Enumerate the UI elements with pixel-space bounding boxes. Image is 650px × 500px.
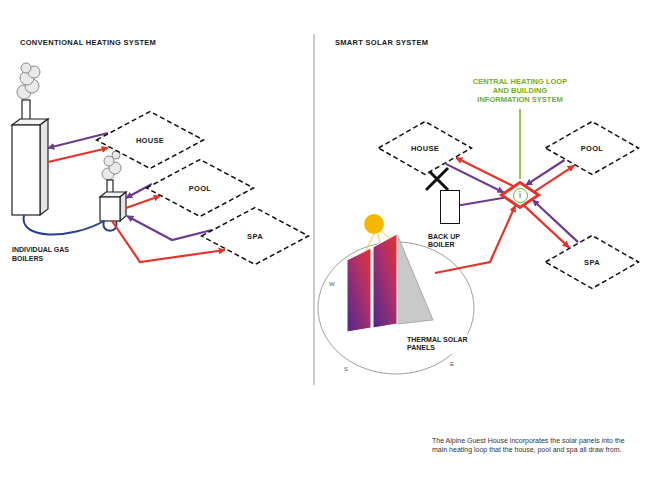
building-zone: HOUSE — [95, 110, 205, 170]
pipe-connector — [526, 160, 565, 185]
return-pipe — [127, 216, 212, 240]
pipe-connector — [535, 166, 574, 192]
building-zone: POOL — [145, 158, 255, 218]
building-zone: POOL — [544, 120, 640, 176]
zone-outline — [147, 160, 254, 217]
panel-support — [397, 234, 433, 324]
figure-caption: The Alpine Guest House incorporates the … — [432, 436, 632, 454]
node-label: HOUSE — [136, 136, 164, 145]
solar-panel-face — [373, 234, 397, 328]
zone-outline — [202, 208, 309, 265]
solar-panel: THERMAL SOLAR PANELS — [345, 232, 435, 332]
smoke-puff — [21, 63, 31, 73]
compass-point: S — [344, 366, 348, 372]
part-label: INDIVIDUAL GAS BOILERS — [12, 246, 92, 263]
pipe-connector — [446, 164, 504, 193]
node-label: POOL — [581, 144, 603, 153]
panel-divider — [314, 34, 315, 385]
heating-hub: CENTRAL HEATING LOOP AND BUILDING INFORM… — [500, 181, 540, 209]
compass-point: W — [329, 281, 335, 287]
panel-heading: CONVENTIONAL HEATING SYSTEM — [20, 38, 156, 47]
supply-pipe — [112, 221, 225, 262]
node-label: HOUSE — [411, 144, 439, 153]
boiler-side — [40, 119, 48, 215]
sun-disc — [364, 214, 384, 234]
node-label: CENTRAL HEATING LOOP AND BUILDING INFORM… — [468, 77, 573, 104]
hub-diamond — [502, 183, 539, 208]
building-zone: SPA — [200, 206, 310, 266]
gas-line — [24, 215, 104, 235]
backup-boiler: BACK UP BOILER — [440, 190, 460, 224]
gas-boiler — [100, 151, 126, 221]
solar-panel-face — [347, 248, 371, 332]
supply-pipe — [126, 196, 160, 208]
solar-panel-outline — [345, 232, 435, 332]
pipe-connector — [456, 158, 513, 186]
supply-pipe — [48, 148, 108, 162]
compass-point: E — [450, 361, 454, 367]
gas-boiler — [12, 63, 48, 215]
zone-outline — [97, 112, 204, 169]
zone-outline — [379, 122, 472, 175]
pipe-connector — [533, 200, 578, 242]
panel-heading: SMART SOLAR SYSTEM — [335, 38, 428, 47]
leader-line — [519, 109, 521, 179]
info-icon: i — [513, 188, 528, 203]
node-label: THERMAL SOLAR PANELS — [405, 335, 475, 354]
building-zone: SPA — [544, 234, 640, 290]
zone-outline — [546, 122, 639, 175]
chimney — [22, 100, 30, 121]
node-label: BACK UP BOILER — [428, 233, 476, 250]
zone-outline — [546, 236, 639, 289]
return-pipe — [126, 184, 152, 198]
boiler-side — [120, 192, 126, 221]
boiler-front — [12, 125, 40, 215]
node-label: POOL — [189, 184, 211, 193]
building-zone: HOUSE — [377, 120, 473, 176]
node-label: SPA — [247, 232, 263, 241]
node-label: SPA — [584, 258, 600, 267]
pipe-connector — [460, 198, 504, 206]
boiler-front — [100, 197, 120, 221]
